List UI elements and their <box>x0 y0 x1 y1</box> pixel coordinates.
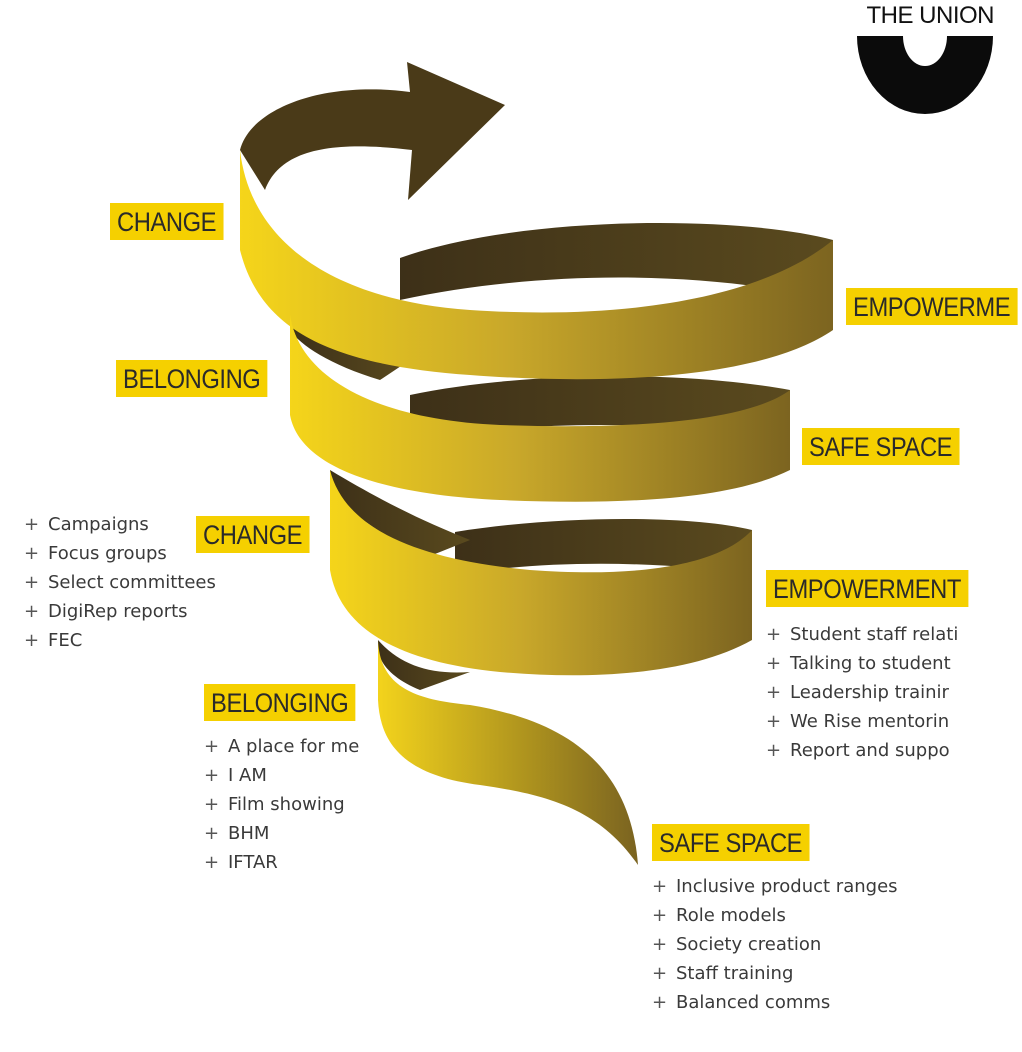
list-item: BHM <box>204 819 359 848</box>
list-empowerment-clip: Student staff relati Talking to student … <box>766 620 968 770</box>
label-belonging-bottom: BELONGING <box>204 684 356 721</box>
list-empowerment: Student staff relati Talking to student … <box>766 620 958 765</box>
label-empowerment-mid: EMPOWERMENT <box>766 570 968 607</box>
coil-inner-0 <box>378 640 470 690</box>
label-change-top: CHANGE <box>110 203 224 240</box>
label-empowerment-mid-clip: EMPOWERMENT <box>766 570 972 610</box>
list-item: I AM <box>204 761 359 790</box>
list-item: Role models <box>652 901 898 930</box>
list-item: Report and suppo <box>766 736 958 765</box>
label-empowerment-top: EMPOWERME <box>846 288 1018 325</box>
label-safe-space-top: SAFE SPACE <box>802 428 960 465</box>
coil-inner-1 <box>330 470 470 560</box>
list-belonging: A place for me I AM Film showing BHM IFT… <box>204 732 359 877</box>
ribbon-tail <box>378 640 638 865</box>
union-logo-icon <box>857 36 993 114</box>
list-item: DigiRep reports <box>24 597 216 626</box>
list-item: Inclusive product ranges <box>652 872 898 901</box>
brand-name: THE UNION <box>866 2 995 29</box>
list-item: A place for me <box>204 732 359 761</box>
coil-front-3 <box>290 315 790 502</box>
label-belonging-top: BELONGING <box>116 360 268 397</box>
coil-inner-2 <box>455 518 752 575</box>
list-item: Student staff relati <box>766 620 958 649</box>
list-item: Leadership trainir <box>766 678 958 707</box>
list-safe-space: Inclusive product ranges Role models Soc… <box>652 872 898 1017</box>
list-item: IFTAR <box>204 848 359 877</box>
list-item: FEC <box>24 626 216 655</box>
coil-inner-4 <box>400 223 833 300</box>
list-item: Talking to student <box>766 649 958 678</box>
list-item: We Rise mentorin <box>766 707 958 736</box>
list-item: Balanced comms <box>652 988 898 1017</box>
list-item: Film showing <box>204 790 359 819</box>
list-change: Campaigns Focus groups Select committees… <box>24 510 216 655</box>
list-item: Campaigns <box>24 510 216 539</box>
coil-front-4 <box>240 150 833 380</box>
label-safe-space-bottom: SAFE SPACE <box>652 824 810 861</box>
list-item: Select committees <box>24 568 216 597</box>
label-empowerment-top-clip: EMPOWERME <box>846 288 1022 328</box>
arrow-back <box>240 62 505 200</box>
list-item: Focus groups <box>24 539 216 568</box>
list-item: Staff training <box>652 959 898 988</box>
coil-front-2 <box>330 470 752 676</box>
list-item: Society creation <box>652 930 898 959</box>
